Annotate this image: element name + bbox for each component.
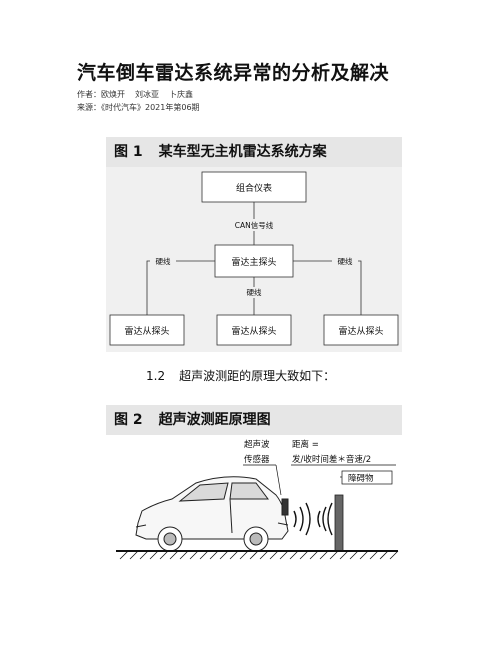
figure1-title: 某车型无主机雷达系统方案 [158,144,327,160]
node-main-sensor-box [214,244,294,278]
right-edge-label: 硬线 [338,256,353,266]
source-line: 来源：《时代汽车》2021年第06期 [77,102,200,113]
node-cluster-label: 组合仪表 [236,182,272,194]
obstacle-icon [334,494,344,552]
left-wire [146,260,215,315]
node-center-sensor-box [216,314,292,346]
system-block-diagram: 组合仪表 雷达主探头 雷达从探头 雷达从探头 雷达从探头 CAN信号线 硬线 硬… [109,171,399,346]
obstacle-label-box [341,470,393,485]
figure2-number: 图 2 [114,412,143,428]
node-right-sensor-box [323,314,399,346]
ground-icon [116,550,399,560]
figure2-header: 图 2 超声波测距原理图 [106,405,402,435]
author-name: 卜庆鑫 [169,90,193,99]
source-text: 《时代汽车》2021年第06期 [101,103,200,112]
can-edge-label: CAN信号线 [235,220,274,230]
figure1-diagram: 组合仪表 雷达主探头 雷达从探头 雷达从探头 雷达从探头 CAN信号线 硬线 硬… [106,167,402,352]
author-label: 作者： [77,90,101,99]
sensor-label-line2: 传感器 [244,454,270,465]
left-edge-label: 硬线 [156,256,171,266]
obstacle-label: 障碍物 [348,473,374,484]
ultrasonic-waves-icon [293,502,333,536]
article-title: 汽车倒车雷达系统异常的分析及解决 [77,62,390,84]
node-center-sensor-label: 雷达从探头 [231,325,276,337]
sensor-label-line1: 超声波 [244,439,270,450]
figure2-title: 超声波测距原理图 [158,412,271,428]
sensor-leader-line [275,464,282,496]
section-text: 超声波测距的原理大致如下： [179,369,336,383]
author-name: 欧焕开 [101,90,125,99]
source-label: 来源： [77,103,101,112]
formula-line1: 距离 = [292,439,319,450]
node-left-sensor-label: 雷达从探头 [124,325,169,337]
node-left-sensor-box [109,314,185,346]
car-icon [135,476,289,552]
ultrasonic-principle-diagram: 超声波 传感器 距离 = 发/收时间差＊音速/2 障碍物 [116,439,399,560]
node-main-sensor-label: 雷达主探头 [231,256,276,268]
formula-line2: 发/收时间差＊音速/2 [292,454,371,465]
section-heading: 1.2 超声波测距的原理大致如下： [146,367,335,384]
center-edge-label: 硬线 [247,287,262,297]
author-name: 刘冰亚 [135,90,159,99]
node-cluster-box [201,171,307,203]
figure2-diagram: 超声波 传感器 距离 = 发/收时间差＊音速/2 障碍物 [106,435,402,585]
author-line: 作者：欧焕开 刘冰亚 卜庆鑫 [77,89,193,100]
figure1-header: 图 1 某车型无主机雷达系统方案 [106,137,402,167]
node-right-sensor-label: 雷达从探头 [338,325,383,337]
right-wire [293,260,362,315]
figure1-number: 图 1 [114,144,143,160]
section-number: 1.2 [146,369,166,383]
